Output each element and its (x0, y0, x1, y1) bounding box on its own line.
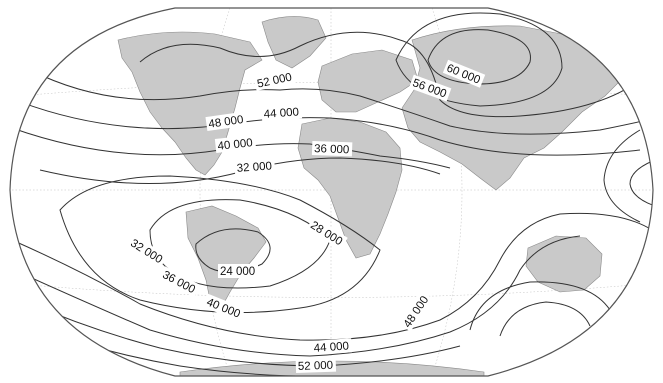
contour-label-28000: 28 000 (308, 219, 344, 248)
contour-label-44000-north: 44 000 (263, 106, 299, 120)
contour-label-44000-south: 44 000 (313, 340, 349, 354)
contour-label-40000-north: 40 000 (217, 137, 253, 153)
landmasses (117, 16, 626, 376)
greenland (261, 16, 327, 69)
map-frame (9, 7, 654, 377)
contour-label-32000-south: 32 000 (128, 237, 164, 266)
contour-labels: 60 000 56 000 52 000 48 000 44 000 40 00… (126, 59, 486, 373)
contour-label-32000-north: 32 000 (236, 160, 272, 174)
africa (297, 117, 403, 259)
contour-label-36000-north: 36 000 (314, 143, 350, 156)
asia (401, 25, 626, 191)
contour-label-52000-south: 52 000 (298, 360, 334, 373)
europe (317, 49, 419, 113)
contour-label-24000: 24 000 (220, 266, 255, 278)
south-america (185, 205, 267, 311)
contour-label-52000-north: 52 000 (256, 71, 293, 90)
contour-label-48000-north: 48 000 (208, 114, 245, 131)
contour-label-36000-south: 36 000 (160, 269, 197, 296)
north-america (117, 31, 263, 176)
